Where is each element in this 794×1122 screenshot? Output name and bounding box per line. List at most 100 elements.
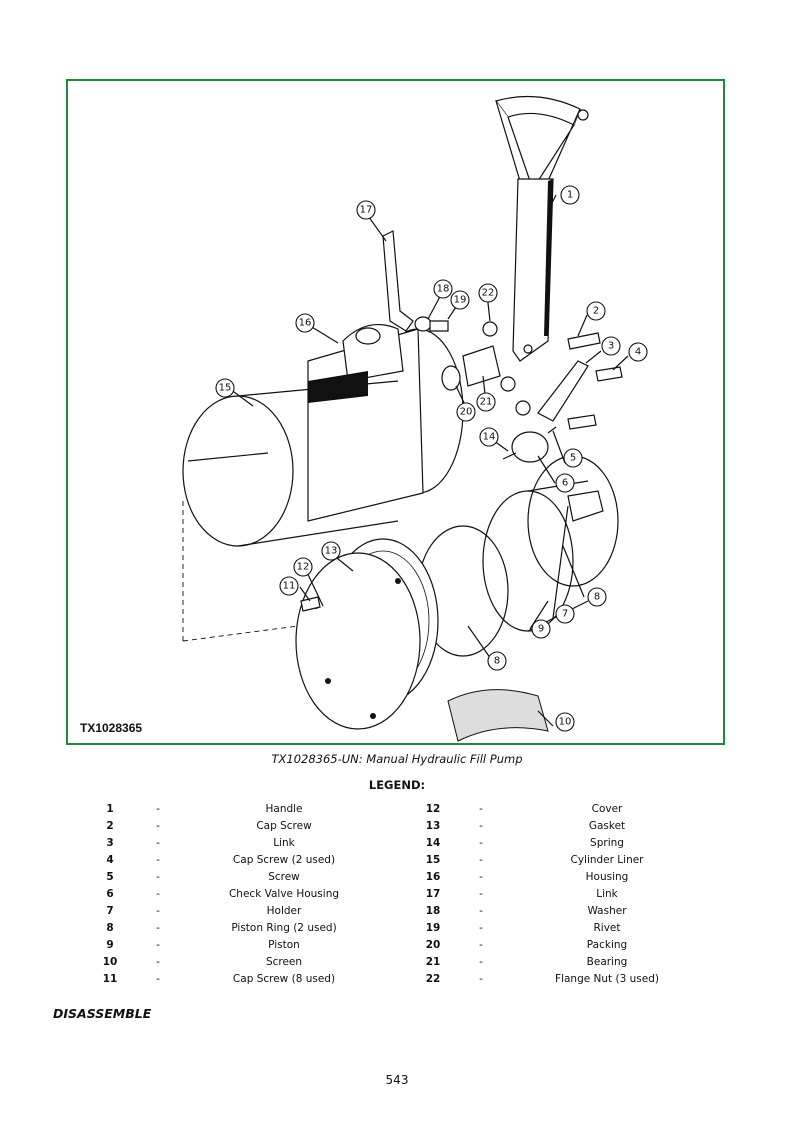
cap-screw-2 [567, 332, 601, 350]
legend-part-name: Flange Nut (3 used) [555, 973, 659, 985]
svg-text:3: 3 [608, 341, 614, 352]
legend-part-name: Bearing [586, 956, 628, 968]
legend-separator: - [156, 871, 160, 883]
svg-text:6: 6 [562, 478, 568, 489]
svg-text:18: 18 [437, 284, 450, 295]
svg-text:2: 2 [593, 306, 599, 317]
link-17 [382, 230, 414, 332]
callout-22: 22 [478, 283, 498, 303]
legend-separator: - [156, 803, 160, 815]
callout-16: 16 [295, 313, 315, 333]
legend-title: LEGEND: [368, 778, 426, 792]
figure-caption: TX1028365-UN: Manual Hydraulic Fill Pump [271, 752, 523, 766]
cover-bolt-hole [395, 578, 401, 584]
callout-3: 3 [601, 336, 621, 356]
bearing-21 [462, 345, 501, 387]
svg-text:1: 1 [567, 190, 573, 201]
legend-part-name: Cylinder Liner [570, 854, 644, 866]
spring-14 [502, 452, 517, 460]
rivet-19 [429, 320, 449, 332]
legend-part-name: Handle [265, 803, 303, 815]
flange-nut-b [500, 376, 516, 392]
svg-text:15: 15 [219, 383, 232, 394]
legend-separator: - [479, 939, 483, 951]
callout-6: 6 [555, 473, 575, 493]
legend-part-name: Holder [266, 905, 302, 917]
handle-bar-shade [544, 179, 553, 336]
callout-8-lower: 8 [487, 651, 507, 671]
legend-part-name: Cap Screw (8 used) [232, 973, 336, 985]
legend-part-name: Check Valve Housing [228, 888, 340, 900]
cover [295, 552, 421, 730]
svg-text:5: 5 [570, 453, 576, 464]
svg-text:10: 10 [559, 717, 572, 728]
legend-part-name: Piston Ring (2 used) [231, 922, 337, 934]
callout-17: 17 [356, 200, 376, 220]
legend-number: 5 [106, 871, 114, 883]
svg-text:20: 20 [460, 407, 473, 418]
svg-text:8: 8 [594, 592, 600, 603]
legend-number: 10 [102, 956, 118, 968]
callout-2: 2 [586, 301, 606, 321]
legend-number: 22 [425, 973, 441, 985]
alignment-line-bottom [182, 625, 299, 642]
svg-text:19: 19 [454, 295, 467, 306]
legend-separator: - [479, 871, 483, 883]
legend-separator: - [479, 973, 483, 985]
legend-number: 3 [106, 837, 114, 849]
legend-number: 15 [425, 854, 441, 866]
callout-13: 13 [321, 541, 341, 561]
cap-screw-4b [567, 414, 597, 430]
svg-text:9: 9 [538, 624, 544, 635]
handle-hole [577, 109, 589, 121]
page-number: 543 [385, 1073, 409, 1087]
exploded-view-diagram: 1 2 3 4 5 6 7 8 9 8 10 11 12 13 14 15 16… [182, 95, 648, 742]
legend-separator: - [479, 905, 483, 917]
callout-21: 21 [476, 392, 496, 412]
handle-pin-hole [523, 344, 533, 354]
svg-text:4: 4 [635, 347, 641, 358]
legend-separator: - [156, 888, 160, 900]
legend-number: 8 [106, 922, 114, 934]
legend-row: 11-Cap Screw (8 used)22-Flange Nut (3 us… [0, 973, 794, 990]
legend-number: 1 [106, 803, 114, 815]
legend-number: 18 [425, 905, 441, 917]
legend-part-name: Piston [268, 939, 300, 951]
legend-separator: - [479, 803, 483, 815]
legend-part-name: Cap Screw (2 used) [232, 854, 336, 866]
cylinder-liner-end [182, 395, 294, 547]
callout-1: 1 [560, 185, 580, 205]
legend-part-name: Rivet [593, 922, 621, 934]
callout-15: 15 [215, 378, 235, 398]
legend-part-name: Washer [587, 905, 627, 917]
flange-nut-a [482, 321, 498, 337]
legend-separator: - [479, 956, 483, 968]
legend-part-name: Cap Screw [256, 820, 312, 832]
legend-separator: - [156, 820, 160, 832]
svg-text:16: 16 [299, 318, 312, 329]
legend-part-name: Screen [265, 956, 303, 968]
callout-18: 18 [433, 279, 453, 299]
callout-12: 12 [293, 557, 313, 577]
callout-19: 19 [450, 290, 470, 310]
section-heading: DISASSEMBLE [53, 1006, 152, 1021]
legend-separator: - [479, 837, 483, 849]
svg-text:11: 11 [283, 581, 296, 592]
legend-number: 21 [425, 956, 441, 968]
legend-number: 13 [425, 820, 441, 832]
legend-number: 14 [425, 837, 441, 849]
legend-part-name: Spring [590, 837, 624, 849]
cylinder-liner-slot [187, 452, 269, 462]
legend-number: 20 [425, 939, 441, 951]
svg-text:8: 8 [494, 656, 500, 667]
screen-10 [447, 689, 549, 742]
legend-part-name: Housing [585, 871, 629, 883]
housing-port [355, 327, 381, 345]
link-3 [537, 360, 589, 422]
legend-row: 4-Cap Screw (2 used)15-Cylinder Liner [0, 854, 794, 871]
